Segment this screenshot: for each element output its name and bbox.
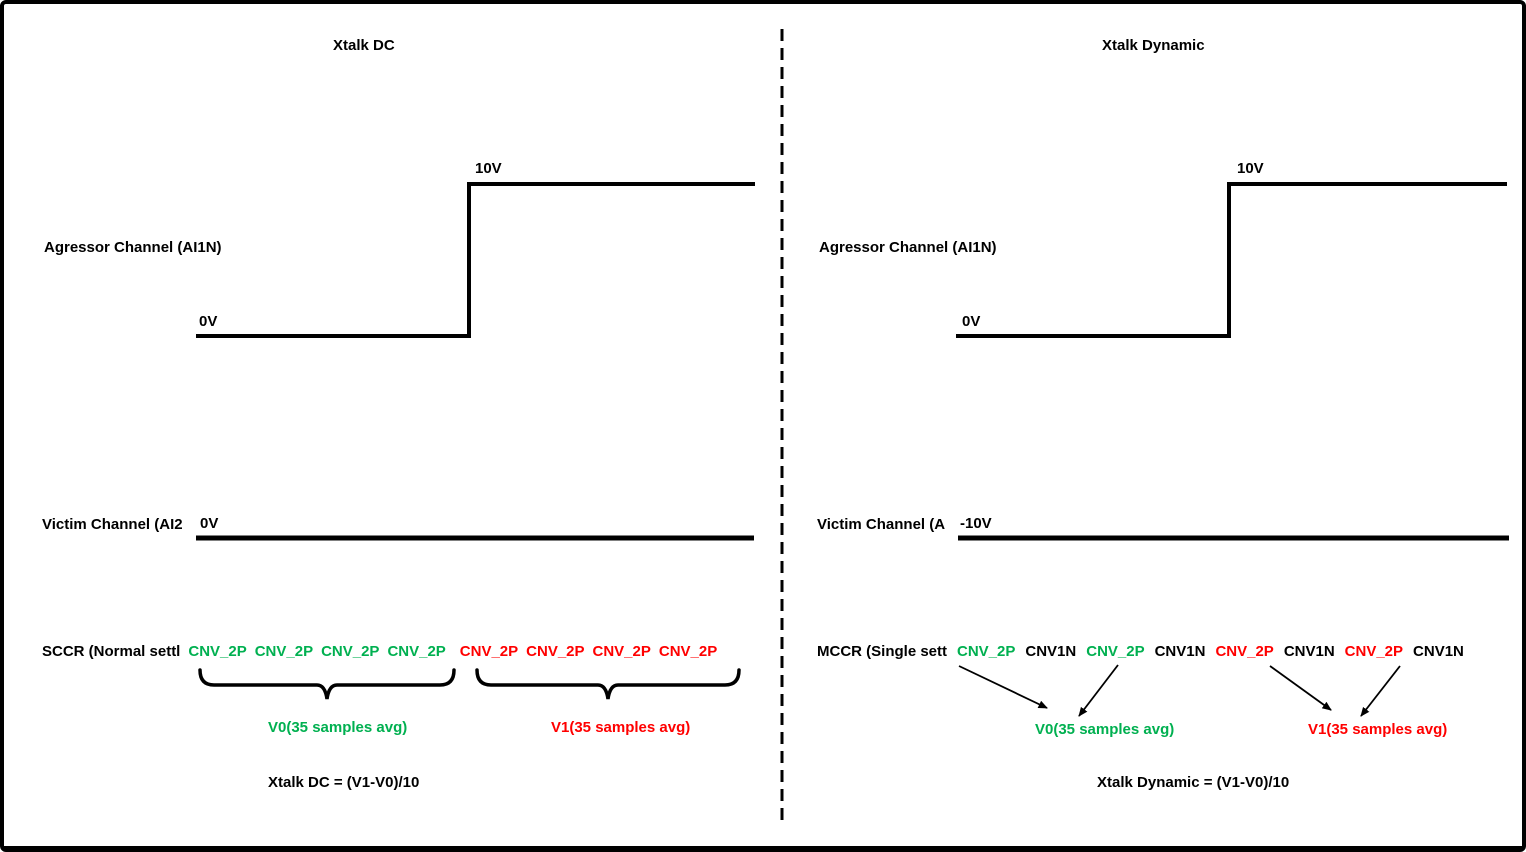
panel-title-right: Xtalk Dynamic (1102, 37, 1205, 54)
panel-title-left: Xtalk DC (333, 37, 395, 54)
sample-label: CNV1N (1154, 643, 1206, 660)
sample-sequence-left: SCCR (Normal settl CNV_2P CNV_2P CNV_2P … (42, 643, 717, 660)
sample-label: CNV1N (1413, 643, 1464, 660)
sample-sequence-right: MCCR (Single sett CNV_2P CNV1N CNV_2P CN… (817, 643, 1464, 660)
victim-level-label-right: -10V (960, 515, 992, 532)
sample-arrow-v0-2 (1078, 664, 1119, 717)
sequence-mode-label-right: MCCR (Single sett (817, 643, 948, 660)
sample-label: CNV_2P (1086, 643, 1145, 660)
sample-label: CNV_2P (592, 643, 651, 660)
sample-label: CNV1N (1025, 643, 1077, 660)
v1-average-label-left: V1(35 samples avg) (551, 719, 691, 736)
v0-group-brace (198, 668, 456, 700)
aggressor-high-level-label-right: 10V (1237, 160, 1264, 177)
sample-label: CNV_2P (658, 643, 718, 660)
victim-channel-label-left: Victim Channel (AI2 (42, 517, 183, 533)
sample-arrow-v1-1 (1269, 665, 1332, 711)
sample-label: CNV_2P (387, 643, 446, 660)
sample-label: CNV_2P (1344, 643, 1404, 660)
v1-average-label-right: V1(35 samples avg) (1308, 721, 1448, 738)
sample-label: CNV_2P (188, 643, 247, 660)
v0-average-label-left: V0(35 samples avg) (268, 719, 408, 736)
sample-label: CNV_2P (254, 643, 314, 660)
sample-label: CNV_2P (459, 643, 519, 660)
victim-level-label-left: 0V (200, 515, 219, 532)
formula-text-right: Xtalk Dynamic = (V1-V0)/10 (1097, 774, 1290, 791)
sample-label: CNV_2P (526, 643, 585, 660)
sample-label: CNV_2P (957, 643, 1016, 660)
aggressor-high-level-label-left: 10V (475, 160, 502, 177)
sample-label: CNV1N (1283, 643, 1335, 660)
aggressor-step-waveform-left (196, 182, 755, 338)
v0-average-label-right: V0(35 samples avg) (1035, 721, 1175, 738)
sample-label: CNV_2P (321, 643, 380, 660)
v1-group-brace (475, 668, 741, 700)
sequence-mode-label-left: SCCR (Normal settl (42, 643, 181, 660)
aggressor-low-level-label-left: 0V (199, 313, 218, 330)
sample-arrow-v0-1 (958, 665, 1048, 709)
sample-label: CNV_2P (1215, 643, 1274, 660)
aggressor-channel-label-left: Agressor Channel (AI1N) (44, 239, 222, 256)
aggressor-channel-label-right: Agressor Channel (AI1N) (819, 239, 997, 256)
diagram-geometry (196, 29, 1509, 822)
sample-arrow-v1-2 (1360, 665, 1401, 717)
aggressor-step-waveform-right (956, 182, 1507, 338)
formula-text-left: Xtalk DC = (V1-V0)/10 (268, 774, 420, 791)
victim-channel-label-right: Victim Channel (A (817, 517, 946, 533)
aggressor-low-level-label-right: 0V (962, 313, 981, 330)
